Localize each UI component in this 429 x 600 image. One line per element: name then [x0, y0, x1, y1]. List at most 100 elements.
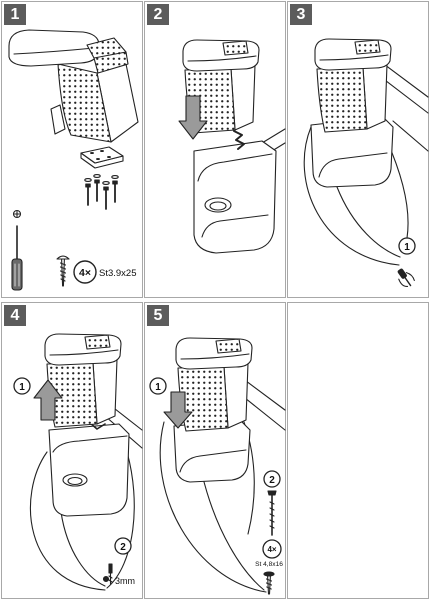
lid-trim-line: [13, 47, 95, 55]
lid-trim-line: [49, 349, 119, 356]
screw-thread: [265, 578, 273, 590]
screwdriver-icon: [11, 225, 23, 291]
screwdriver-shaft: [404, 276, 412, 287]
step-marker-label: 1: [19, 382, 25, 393]
drill-point-dot: [102, 575, 110, 583]
down-arrow-icon: [163, 391, 193, 429]
quantity-ring: [262, 539, 282, 559]
console-body: [48, 423, 130, 517]
screw: [84, 178, 92, 206]
drill-chuck: [108, 563, 113, 574]
armrest-lid: [182, 39, 260, 72]
armrest-lid: [44, 333, 122, 366]
quantity-ring: [73, 260, 97, 284]
step-3-illustration: 1: [303, 38, 429, 288]
phillips-icon: [12, 209, 22, 219]
lid-trim-line: [187, 55, 257, 62]
screw-thread: [59, 262, 67, 282]
step-number-badge: 3: [290, 4, 312, 25]
drill-size-label: 3mm: [115, 576, 135, 586]
hinge-box-edge: [93, 51, 127, 59]
drill-icon: [108, 563, 113, 585]
armrest-lid: [175, 337, 253, 370]
washer: [84, 178, 92, 182]
step-marker-1: 1: [13, 377, 31, 395]
cup-holder-inner: [209, 201, 227, 211]
quantity-label: 4×: [79, 267, 91, 279]
step-panel-3: 3 1: [287, 1, 429, 298]
mounting-screws: [84, 174, 119, 210]
console-body: [173, 419, 251, 483]
screw-spec-label: St3.9x25: [99, 268, 137, 279]
step-marker-ring: [398, 237, 416, 255]
step-panel-1: 1: [1, 1, 143, 298]
center-console: [193, 140, 277, 254]
hinge-box: [222, 40, 249, 56]
screw-icon: [263, 571, 275, 595]
console-front-curve: [179, 449, 247, 473]
bracket-plate: [80, 146, 124, 164]
drill-bit: [108, 572, 113, 585]
step-marker-label: 1: [404, 242, 410, 253]
step-number-badge: 5: [147, 305, 169, 326]
step-2-illustration: [178, 39, 286, 254]
quantity-label: 4×: [267, 545, 276, 554]
console-opening-edge: [197, 153, 273, 182]
hand-outline: [398, 272, 415, 288]
step-marker-ring: [263, 470, 281, 488]
perforated-panel: [316, 67, 368, 133]
armrest-lid: [314, 38, 392, 71]
armrest-lid: [8, 29, 100, 67]
phillips-cross: [13, 210, 21, 218]
lid-trim-line: [180, 353, 250, 360]
screw: [102, 181, 110, 210]
step-panel-2: 2: [144, 1, 286, 298]
armrest: [8, 29, 139, 143]
screw: [111, 175, 119, 203]
screw-spec-label: St 4,8x16: [255, 561, 283, 568]
screw: [93, 174, 101, 202]
hinge-box: [84, 334, 111, 350]
center-console: [310, 116, 394, 188]
step-marker-ring: [149, 377, 167, 395]
step-number-badge: 4: [4, 305, 26, 326]
console-front-curve: [201, 214, 269, 238]
washer: [93, 174, 101, 178]
mounting-bracket: [80, 146, 124, 169]
armrest: [175, 337, 253, 432]
screwdriver-icon: [397, 268, 415, 288]
perforated-panel: [57, 63, 112, 143]
washer: [102, 181, 110, 185]
step-marker-1: 1: [398, 237, 416, 255]
handle-grooves: [14, 263, 20, 287]
armrest: [44, 333, 122, 428]
center-console: [173, 419, 251, 483]
step-marker-2: 2: [263, 470, 281, 488]
empty-panel: [287, 302, 429, 599]
step-marker-label: 1: [155, 382, 161, 393]
screw-icon: [56, 255, 70, 287]
screw-head: [56, 255, 70, 260]
bolt-icon: [267, 490, 277, 536]
down-arrow-icon: [178, 95, 208, 140]
console-body: [310, 116, 394, 188]
screw-head: [263, 571, 275, 577]
step-5-illustration: 1 2 4× St 4,8x16: [149, 337, 286, 595]
step-panel-4: 4: [1, 302, 143, 599]
quantity-marker: 4×: [73, 260, 97, 284]
console-opening-edge: [52, 435, 128, 453]
armrest-stem: [50, 104, 66, 135]
step-4-illustration: 1 2 3mm: [13, 333, 143, 591]
step-1-illustration: 4× St3.9x25: [8, 29, 139, 291]
lid-trim-line: [319, 54, 389, 61]
step-marker-ring: [13, 377, 31, 395]
cup-holder-inner: [67, 476, 83, 486]
hinge-box: [215, 338, 242, 354]
step-panel-5: 5 1: [144, 302, 286, 599]
center-console: [48, 423, 130, 517]
armrest: [314, 38, 392, 133]
hinge-box: [354, 39, 381, 55]
screw-shank: [267, 575, 271, 595]
step-marker-label: 2: [269, 475, 275, 486]
